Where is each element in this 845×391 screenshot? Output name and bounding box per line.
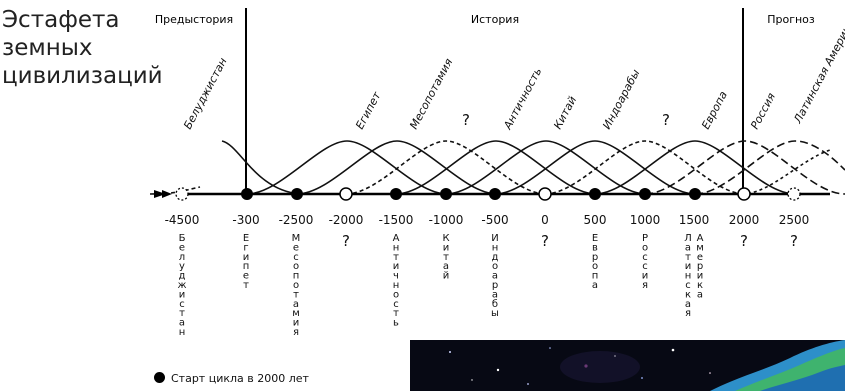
cycle-marker-china — [440, 188, 452, 200]
wave-unknown-1 — [345, 140, 547, 195]
year-tick-label: -1500 — [379, 213, 414, 227]
cycle-marker-antiquity — [390, 188, 402, 200]
wave-label-unknown-2: ? — [662, 111, 670, 129]
period-history-label: История — [471, 13, 519, 26]
cycle-marker-indo-arabs — [489, 188, 501, 200]
diagram-title: Эстафета земных цивилизаций — [2, 6, 163, 90]
wave-label-antiquity: Античность — [501, 66, 545, 133]
cycle-marker-baluchistan — [175, 187, 189, 201]
wave-label-indo-arabs: Индоарабы — [600, 67, 642, 131]
wave-indo-arabs — [494, 140, 696, 195]
wave-label-latin-america: Латинская Америка? — [791, 12, 845, 126]
cycle-marker-egypt — [241, 188, 253, 200]
year-tick-label: 1000 — [630, 213, 661, 227]
cycle-marker-unknown-2 — [538, 187, 552, 201]
below-axis-label-unknown: ? — [541, 232, 549, 250]
below-axis-label-unknown: ? — [342, 232, 350, 250]
cycle-marker-unknown-4 — [787, 187, 801, 201]
period-forecast-label: Прогноз — [767, 13, 815, 26]
wave-label-europe: Европа — [699, 89, 730, 132]
year-tick-label: 0 — [541, 213, 549, 227]
wave-label-china: Китай — [551, 94, 579, 131]
wave-china — [445, 140, 647, 195]
wave-label-unknown-1: ? — [462, 111, 470, 129]
year-tick-label: -4500 — [165, 213, 200, 227]
title-line: земных — [2, 35, 93, 61]
title-line: Эстафета — [2, 7, 120, 33]
legend-black-dot-icon — [154, 372, 165, 383]
wave-latin-america — [694, 140, 845, 195]
timeline-arrow-left — [154, 190, 166, 198]
wave-label-mesopotamia: Месопотамия — [407, 56, 455, 131]
timeline-arrow-inner — [162, 190, 172, 198]
wave-egypt — [246, 140, 448, 195]
wave-unknown-3 — [741, 149, 831, 195]
year-tick-label: 1500 — [679, 213, 710, 227]
year-tick-label: -500 — [481, 213, 508, 227]
wave-label-russia: Россия — [748, 90, 778, 131]
below-axis-label-unknown: ? — [790, 232, 798, 250]
year-tick-label: -2000 — [329, 213, 364, 227]
year-tick-label: -1000 — [429, 213, 464, 227]
wave-unknown-2 — [544, 140, 746, 195]
cycle-marker-mesopotamia — [291, 188, 303, 200]
cycle-marker-europe — [589, 188, 601, 200]
year-tick-label: 500 — [584, 213, 607, 227]
legend-start-cycle-label: Старт цикла в 2000 лет — [171, 372, 309, 385]
year-tick-label: -2500 — [279, 213, 314, 227]
wave-baluchistan — [221, 140, 301, 195]
year-tick-label: 2000 — [729, 213, 760, 227]
wave-antiquity — [395, 140, 597, 195]
year-tick-label: -300 — [232, 213, 259, 227]
period-prehistory-label: Предыстория — [155, 13, 233, 26]
title-line: цивилизаций — [2, 63, 163, 89]
cycle-marker-russia — [639, 188, 651, 200]
cycle-marker-unknown-1 — [339, 187, 353, 201]
wave-label-baluchistan: Белуджистан — [181, 56, 230, 132]
space-earth-photo — [410, 340, 845, 391]
cycle-marker-unknown-3 — [737, 187, 751, 201]
legend: Старт цикла в 2000 лет — [154, 372, 309, 385]
below-axis-label-unknown: ? — [740, 232, 748, 250]
wave-europe — [594, 140, 796, 195]
wave-label-egypt: Египет — [353, 89, 384, 131]
year-tick-label: 2500 — [779, 213, 810, 227]
wave-mesopotamia — [296, 140, 498, 195]
cycle-marker-latin-america — [689, 188, 701, 200]
wave-russia — [644, 140, 845, 195]
